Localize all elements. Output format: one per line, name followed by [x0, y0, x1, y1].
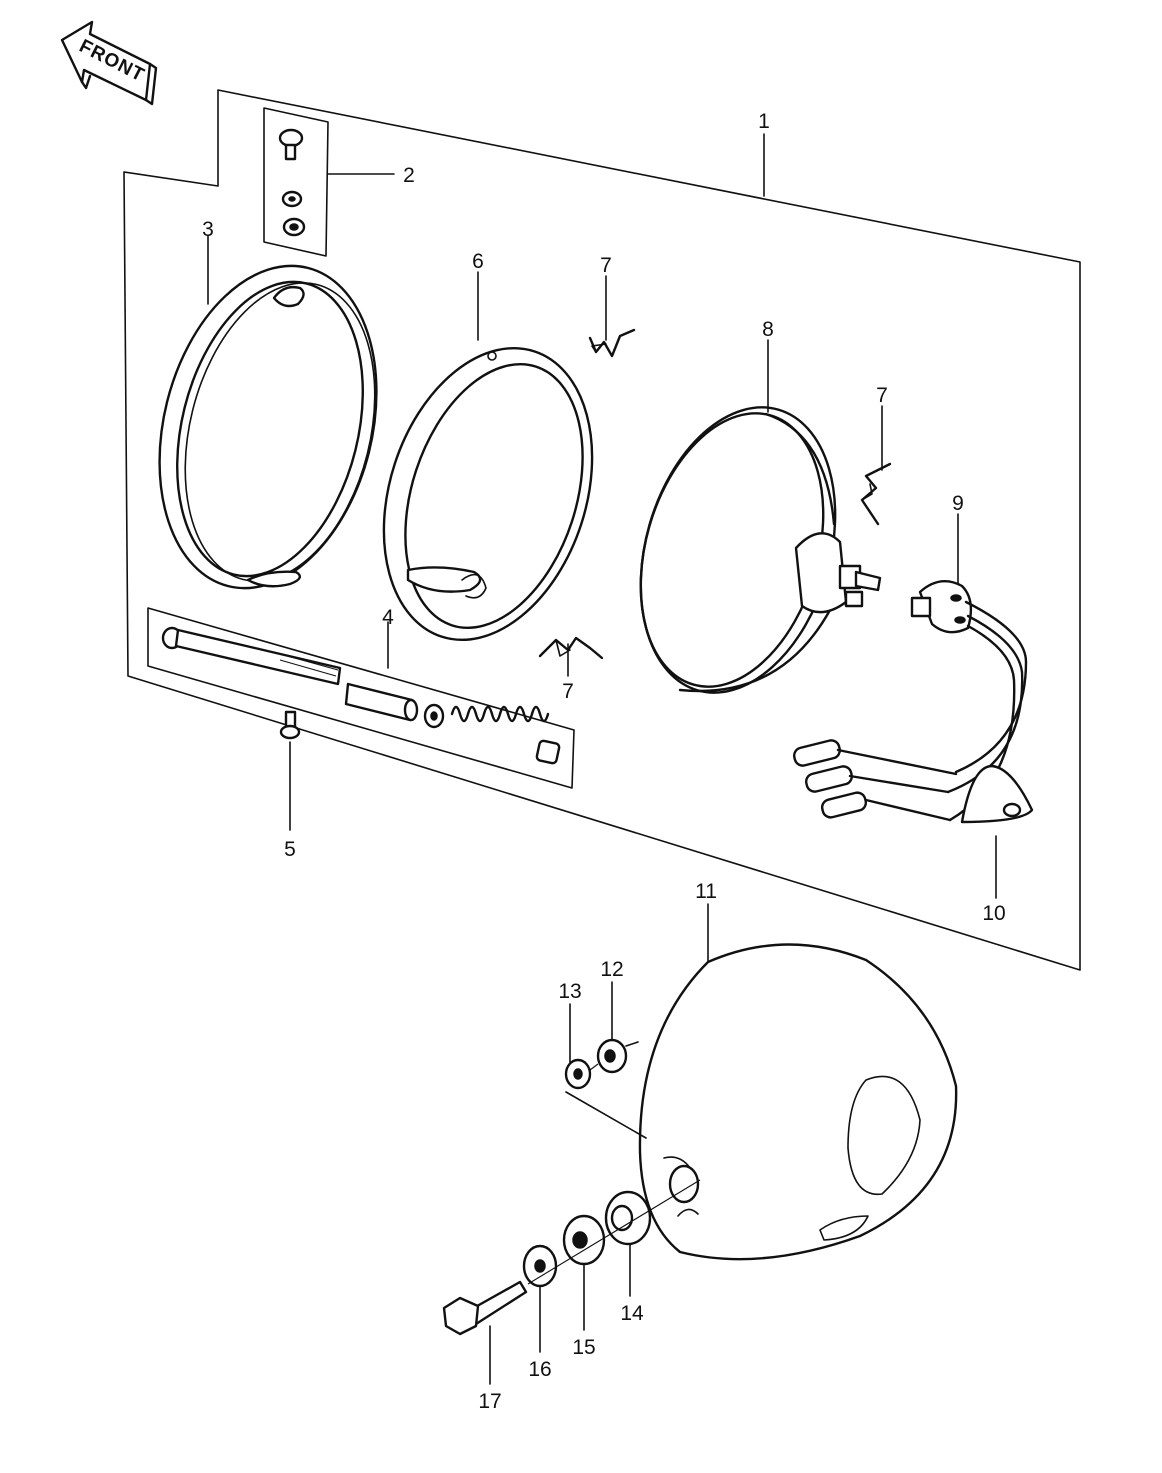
washer-16 [522, 1244, 558, 1353]
callout-3: 3 [202, 218, 214, 241]
headlight-rim [158, 235, 378, 590]
callout-14: 14 [620, 1302, 644, 1325]
callout-12: 12 [600, 958, 623, 981]
bolt-17 [442, 1179, 701, 1385]
callout-8: 8 [762, 318, 774, 341]
callout-1: 1 [758, 110, 770, 133]
spring-clip-top [588, 275, 636, 358]
front-arrow-icon: FRONT [60, 20, 158, 106]
callout-2: 2 [403, 164, 415, 187]
callout-11: 11 [695, 880, 717, 903]
nut-12 [596, 981, 639, 1074]
callout-labels: 1 2 3 4 5 6 7 7 7 8 9 10 11 12 13 14 15 … [202, 110, 1006, 1413]
washer-13 [564, 1003, 599, 1090]
callout-15: 15 [572, 1336, 595, 1359]
grommet [960, 764, 1034, 899]
callout-10: 10 [982, 902, 1005, 925]
spring-clip-mid [538, 636, 604, 677]
assembly-panel-outline [123, 89, 1081, 971]
adjuster-kit [147, 607, 575, 789]
collar-15 [562, 1214, 606, 1331]
callout-17: 17 [478, 1390, 501, 1413]
callout-7-right: 7 [876, 384, 888, 407]
headlight-housing [565, 903, 958, 1261]
callout-7-mid: 7 [562, 680, 574, 703]
callout-4: 4 [382, 606, 394, 629]
callout-7-top: 7 [600, 254, 612, 277]
spring-clip-right [860, 405, 892, 526]
screw-kit [263, 107, 395, 257]
callout-6: 6 [472, 250, 484, 273]
inner-ring [382, 271, 594, 642]
callout-9: 9 [952, 492, 964, 515]
callout-5: 5 [284, 838, 296, 861]
sealed-beam-unit [639, 339, 882, 694]
callout-16: 16 [528, 1358, 551, 1381]
rubber-grommet-14 [604, 1190, 652, 1297]
callout-13: 13 [558, 980, 581, 1003]
small-screw [279, 710, 301, 831]
